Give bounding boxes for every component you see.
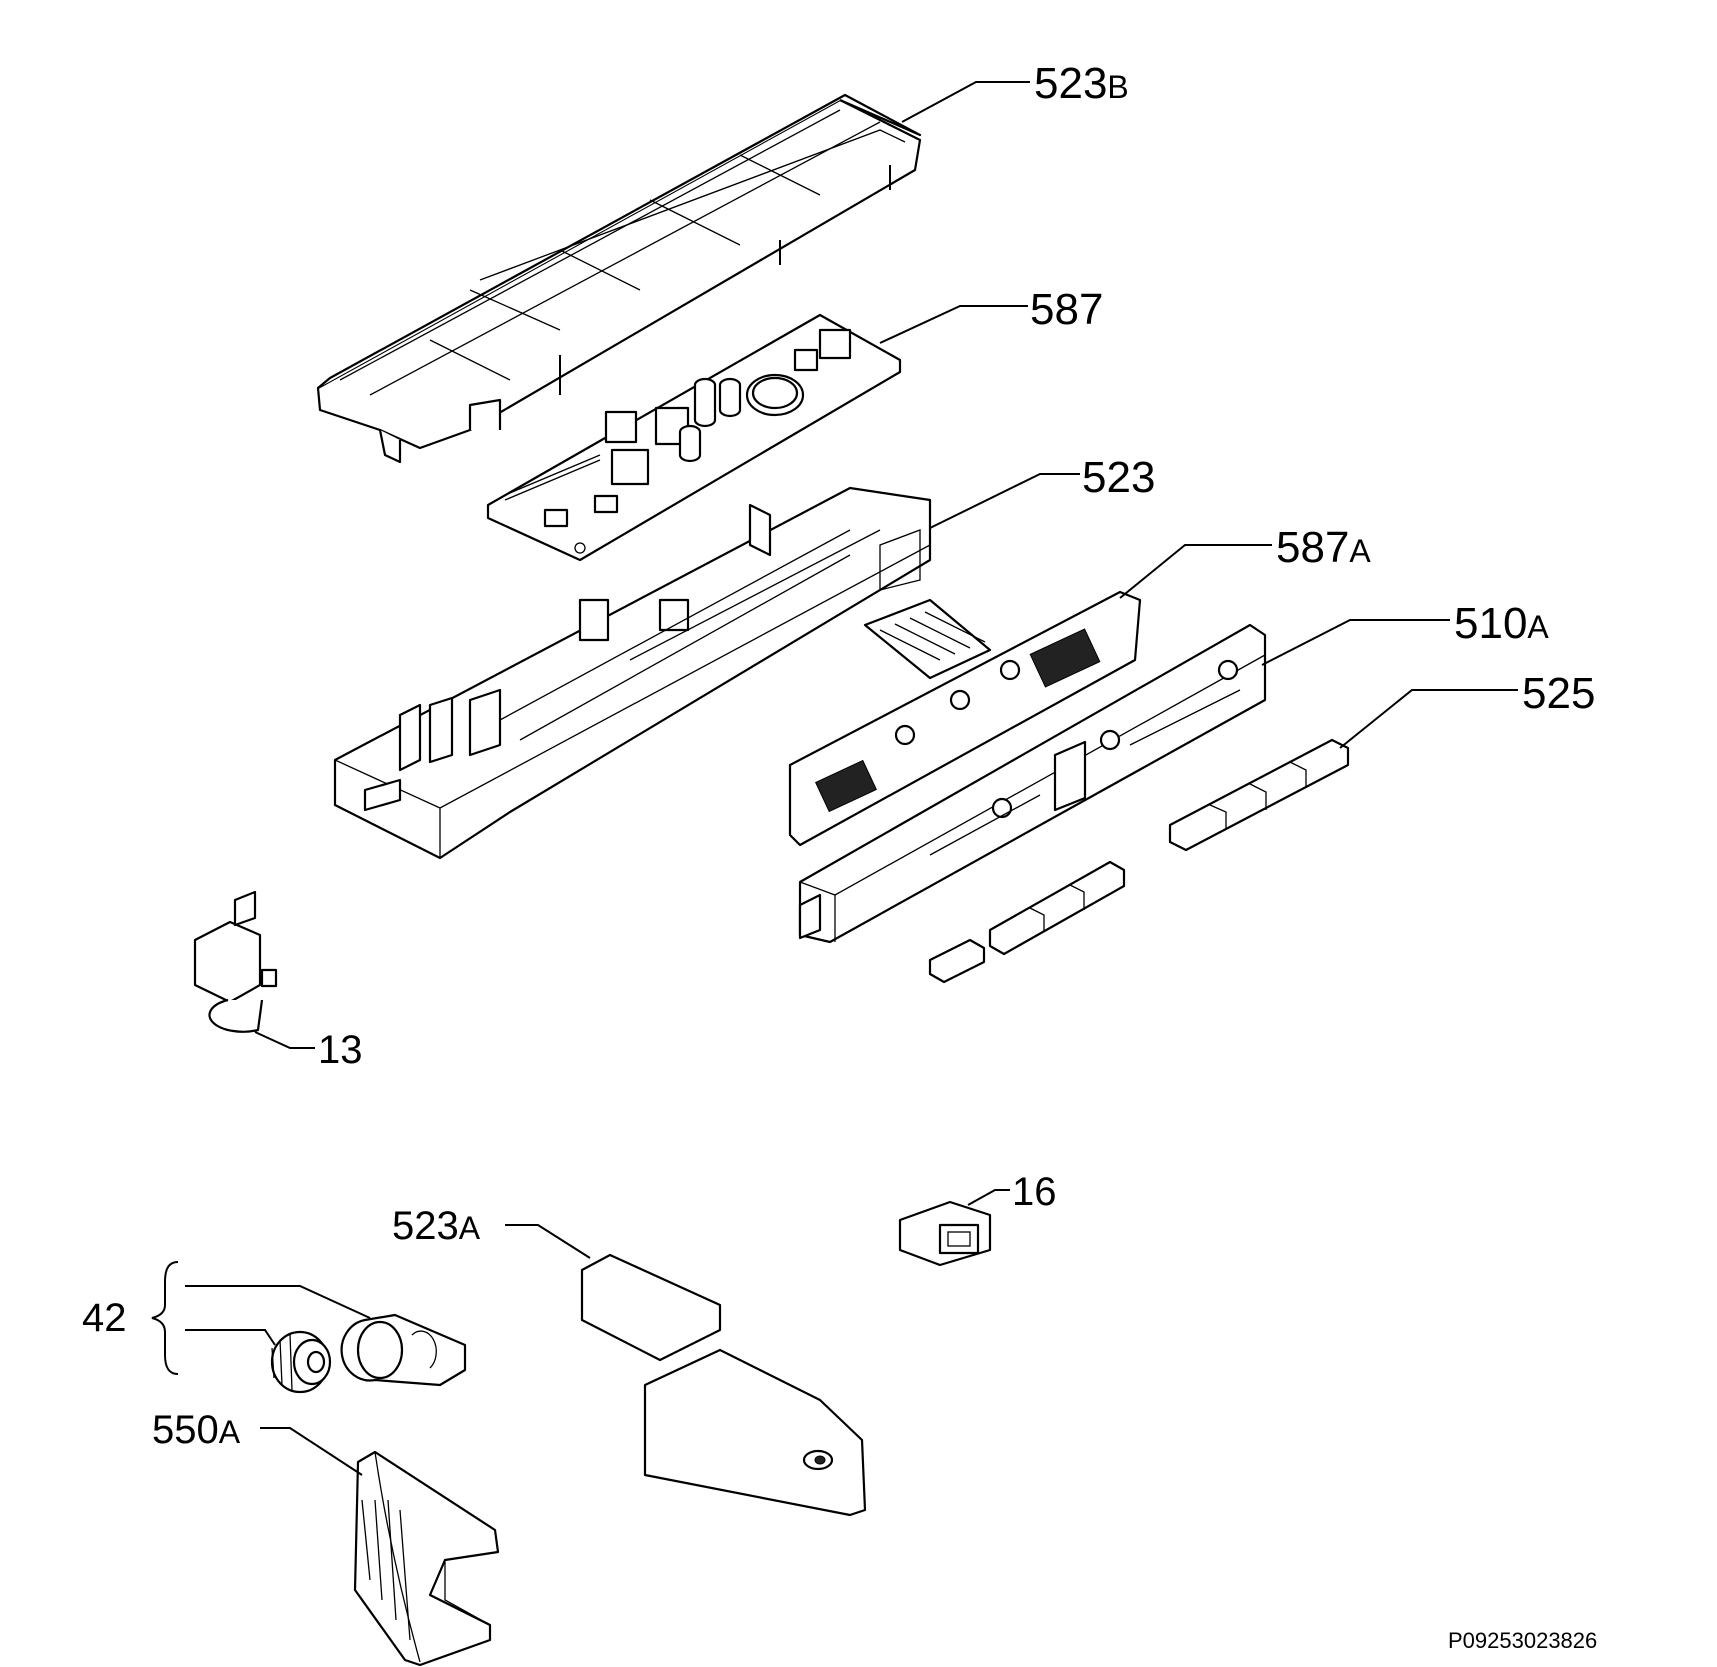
part-525-button-strips [928, 738, 1350, 984]
label-587: 587 [1030, 288, 1103, 332]
label-13: 13 [318, 1030, 363, 1070]
leader-550a [260, 1427, 363, 1476]
leader-523b [901, 81, 1030, 123]
label-42: 42 [82, 1298, 127, 1338]
part-suffix: A [1349, 533, 1371, 569]
part-number: 587 [1030, 285, 1104, 334]
part-suffix: A [1527, 609, 1549, 645]
label-587a: 587A [1276, 526, 1371, 570]
part-number: 523 [1034, 59, 1108, 108]
label-550a: 550A [152, 1410, 240, 1450]
label-523a: 523A [392, 1206, 480, 1246]
part-suffix: A [458, 1210, 481, 1246]
leader-16 [967, 1189, 1010, 1206]
part-number: 510 [1454, 599, 1528, 648]
drawing-code: P09253023826 [1448, 1628, 1598, 1653]
leader-587 [879, 305, 1028, 344]
part-16-rocker-switch [898, 1200, 992, 1267]
leader-510a [1261, 619, 1450, 666]
part-number: 523 [392, 1204, 459, 1248]
part-510a-front-fascia [798, 623, 1267, 944]
part-number: 42 [82, 1296, 127, 1340]
part-42-knob-parts [151, 1261, 467, 1394]
part-550a-knob-bezel [353, 1450, 500, 1667]
leader-523a [505, 1224, 591, 1259]
part-number: 523 [1082, 453, 1156, 502]
leader-523 [929, 473, 1080, 529]
part-suffix: B [1107, 69, 1129, 105]
part-13-connector [193, 890, 278, 1033]
label-16: 16 [1012, 1172, 1057, 1212]
part-suffix: A [218, 1414, 241, 1450]
part-number: 16 [1012, 1170, 1057, 1214]
part-523b-top-cover [316, 93, 922, 464]
part-523a-knob-housing [580, 1253, 867, 1517]
part-number: 550 [152, 1408, 219, 1452]
label-523b: 523B [1034, 62, 1129, 106]
leader-525 [1339, 689, 1518, 749]
label-525: 525 [1522, 672, 1595, 716]
part-number: 525 [1522, 669, 1596, 718]
leader-587a [1119, 544, 1272, 599]
part-587a-display-board [788, 590, 1142, 847]
label-523: 523 [1082, 456, 1155, 500]
label-510a: 510A [1454, 602, 1549, 646]
part-523-control-housing [333, 486, 932, 860]
part-number: 13 [318, 1028, 363, 1072]
part-number: 587 [1276, 523, 1350, 572]
part-587-control-board [486, 313, 902, 562]
leader-13 [254, 1031, 315, 1049]
